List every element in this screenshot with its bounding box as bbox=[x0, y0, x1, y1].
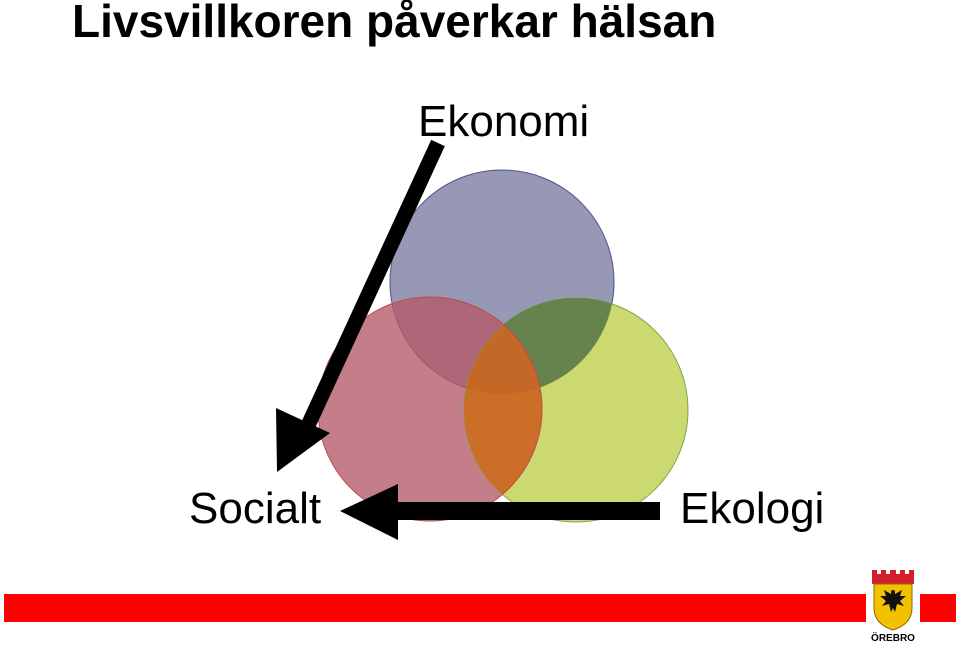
orebro-coat-of-arms-logo bbox=[866, 568, 920, 634]
arrow-ekonomi-to-socialt bbox=[276, 139, 445, 472]
footer-red-band bbox=[4, 594, 956, 622]
ekonomi-label: Ekonomi bbox=[418, 97, 590, 146]
orebro-logo-text: ÖREBRO bbox=[871, 633, 915, 644]
socialt-label: Socialt bbox=[189, 484, 322, 533]
slide-title: Livsvillkoren påverkar hälsan bbox=[72, 0, 717, 47]
socialt-ekologi-overlap bbox=[464, 298, 543, 522]
ekologi-label: Ekologi bbox=[680, 484, 825, 533]
ekonomi-ekologi-overlap bbox=[464, 298, 614, 394]
arrow-ekologi-to-socialt bbox=[340, 484, 660, 540]
